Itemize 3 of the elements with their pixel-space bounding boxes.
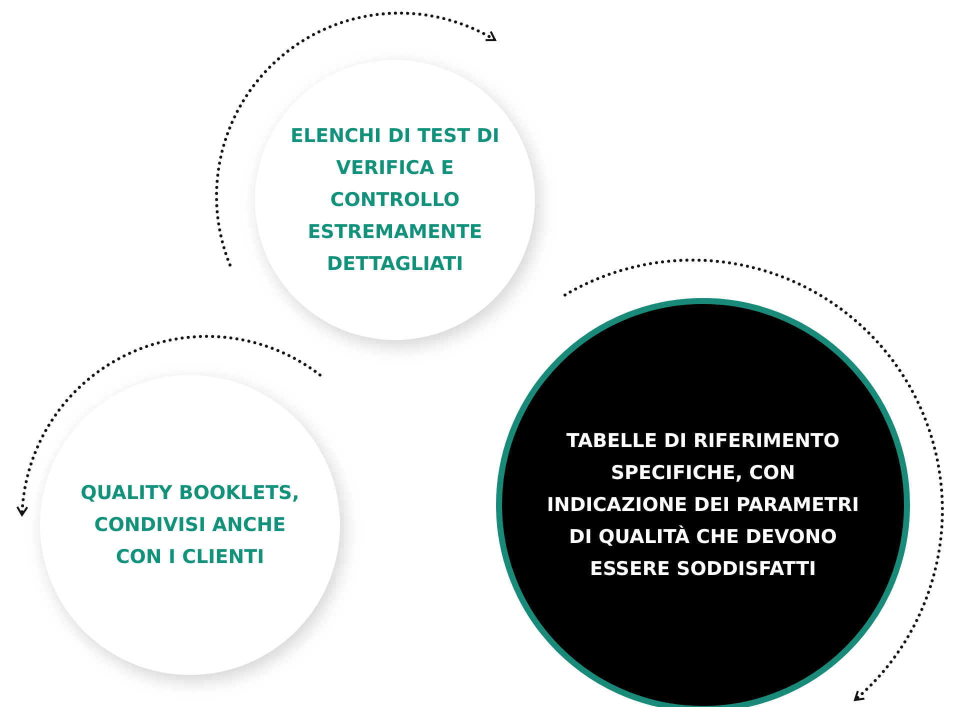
node-text: QUALITY BOOKLETS, CONDIVISI ANCHE CON I CLIENTI	[80, 481, 300, 570]
node-text: ELENCHI DI TEST DI VERIFICA E CONTROLLO ESTREMAMENTE DETTAGLIATI	[290, 124, 500, 277]
node-text: TABELLE DI RIFERIMENTO SPECIFICHE, CON INDICAZIONE DEI PARAMETRI DI QUALITÀ CHE DEVONO ESSERE SODDISFATTI	[546, 429, 860, 582]
